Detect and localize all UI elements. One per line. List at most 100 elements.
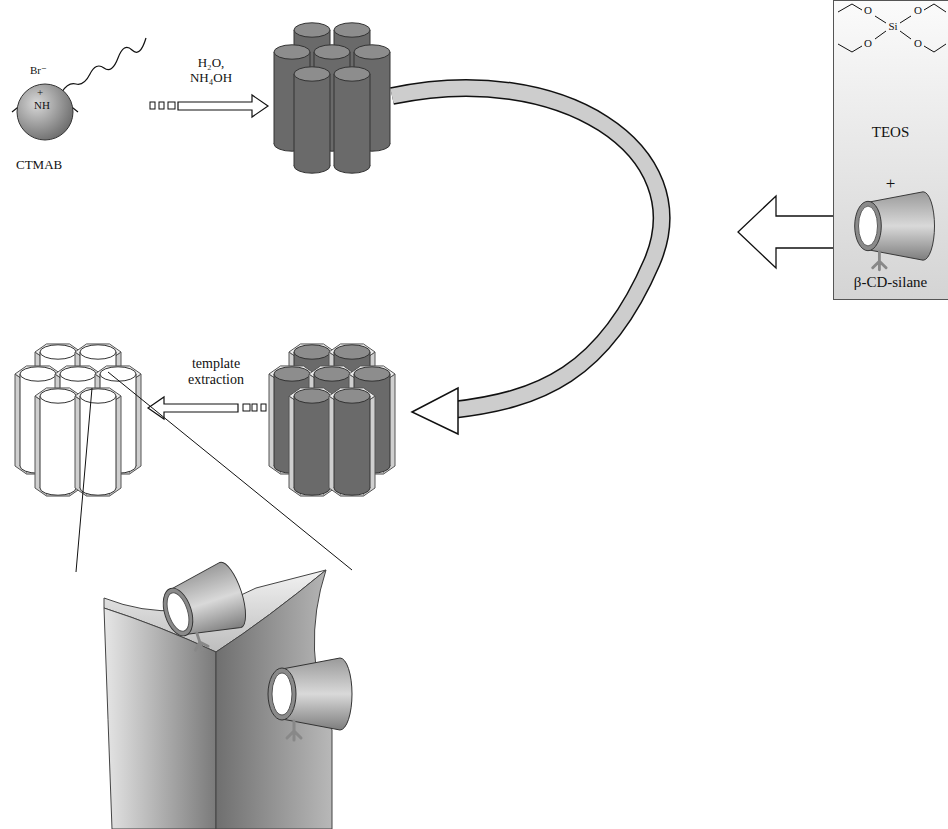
process-arrow [150, 95, 268, 117]
cylinder-edge [80, 396, 81, 488]
cylinder-top [354, 367, 390, 381]
cylinder-edge [390, 374, 391, 466]
cylinder-top [100, 367, 136, 381]
cylinder-top [314, 45, 350, 59]
cylinder-edge [294, 74, 295, 166]
panel-ground [834, 1, 948, 300]
rod-bundle [15, 344, 141, 496]
cylinder-side [294, 396, 330, 488]
cylinder-edge [274, 52, 275, 144]
node-shape [833, 0, 948, 300]
cylinder-side [40, 396, 76, 488]
atom-label: Si [881, 20, 905, 33]
pore-wall-detail [104, 559, 352, 829]
cone-rim [268, 668, 296, 720]
cylinder-edge [334, 396, 335, 488]
bond [934, 4, 946, 12]
bond [934, 44, 946, 52]
anchor-stem [873, 252, 886, 270]
cone-rim [855, 201, 882, 250]
reagent-panel: TEOS + β-CD-silane [833, 0, 948, 300]
cylinder-top [334, 345, 370, 359]
cylinder-edge [390, 52, 391, 144]
ammonium-head [17, 84, 73, 140]
atom-label: + [37, 86, 43, 99]
anchor-stem [287, 721, 301, 740]
silica-wall [289, 396, 335, 496]
curved-arrow-band [392, 88, 662, 410]
atom-label: Br⁻ [30, 64, 47, 77]
silica-wall [35, 396, 81, 496]
silane-anchor [287, 721, 301, 740]
atom-label: O [858, 37, 878, 50]
arrow-tail-dot [252, 404, 257, 411]
cylinder-top [314, 367, 350, 381]
anchor-stem [190, 631, 208, 652]
bond [900, 31, 911, 39]
cylinder-top [294, 67, 330, 81]
compound-name: CTMAB [16, 158, 62, 173]
pore-cylinder [40, 389, 76, 495]
zoom-leader [108, 372, 352, 570]
cylinder-top [40, 389, 76, 403]
cylinder-side [294, 74, 330, 166]
reagent-label: H₂O, NH₄OH [178, 56, 244, 86]
cylinder-edge [334, 74, 335, 166]
bond [852, 4, 862, 10]
pore-cylinder [294, 67, 330, 173]
bond [924, 46, 934, 52]
arrow-tail-dot [243, 404, 250, 411]
atom-label: O [908, 4, 928, 17]
surfactant-tail [62, 38, 146, 92]
cylinder-top [354, 45, 390, 59]
cylinder-side [334, 396, 370, 488]
cylinder-top [80, 389, 116, 403]
rod-bundle [274, 23, 390, 173]
cyclodextrin-cone [155, 559, 255, 658]
cylinder-edge [40, 396, 41, 488]
plus-sign: + [833, 174, 948, 194]
cylinder-top [60, 367, 96, 381]
surfactant-molecule: Br⁻+NHCTMAB [8, 60, 88, 185]
cylinder-side [80, 396, 116, 488]
pore-cylinder [334, 389, 370, 495]
silane-anchor [873, 252, 886, 270]
bond [900, 16, 911, 23]
cylinder-edge [294, 396, 295, 488]
cylinder-top [274, 45, 310, 59]
cone-cavity [163, 590, 193, 634]
cylinder-top [334, 389, 370, 403]
cylinder-top [294, 389, 330, 403]
curved-arrow-head [412, 388, 458, 434]
atom-label: O [908, 37, 928, 50]
arrow-tail-dot [261, 404, 266, 411]
cone-rim [158, 584, 199, 639]
panel-arrow [738, 196, 834, 268]
compound-name: TEOS [833, 124, 948, 141]
illustration-part [12, 23, 834, 829]
curved-arrow-outline [392, 88, 662, 410]
zoom-leader [76, 388, 92, 572]
cone-cavity [859, 206, 878, 246]
pore-cylinder [80, 389, 116, 495]
silica-wall [329, 396, 375, 496]
cyclodextrin-cone [268, 658, 352, 740]
cylinder-edge [274, 374, 275, 466]
cylinder-edge [136, 374, 137, 466]
silica-wall [75, 396, 121, 496]
rod-bundle [269, 344, 395, 496]
cone-cavity [272, 673, 292, 715]
cylinder-top [274, 367, 310, 381]
arrow-tail-dot [159, 102, 164, 109]
step-label: template extraction [168, 356, 264, 388]
cylinder-top [294, 23, 330, 37]
compound-name: β-CD-silane [833, 274, 948, 291]
cylinder-side [334, 74, 370, 166]
bond [838, 44, 852, 52]
cylinder-top [294, 345, 330, 359]
cylinder-top [334, 23, 370, 37]
cylinder-top [40, 345, 76, 359]
arrow-tail-dot [168, 102, 175, 109]
cylinder-top [334, 67, 370, 81]
